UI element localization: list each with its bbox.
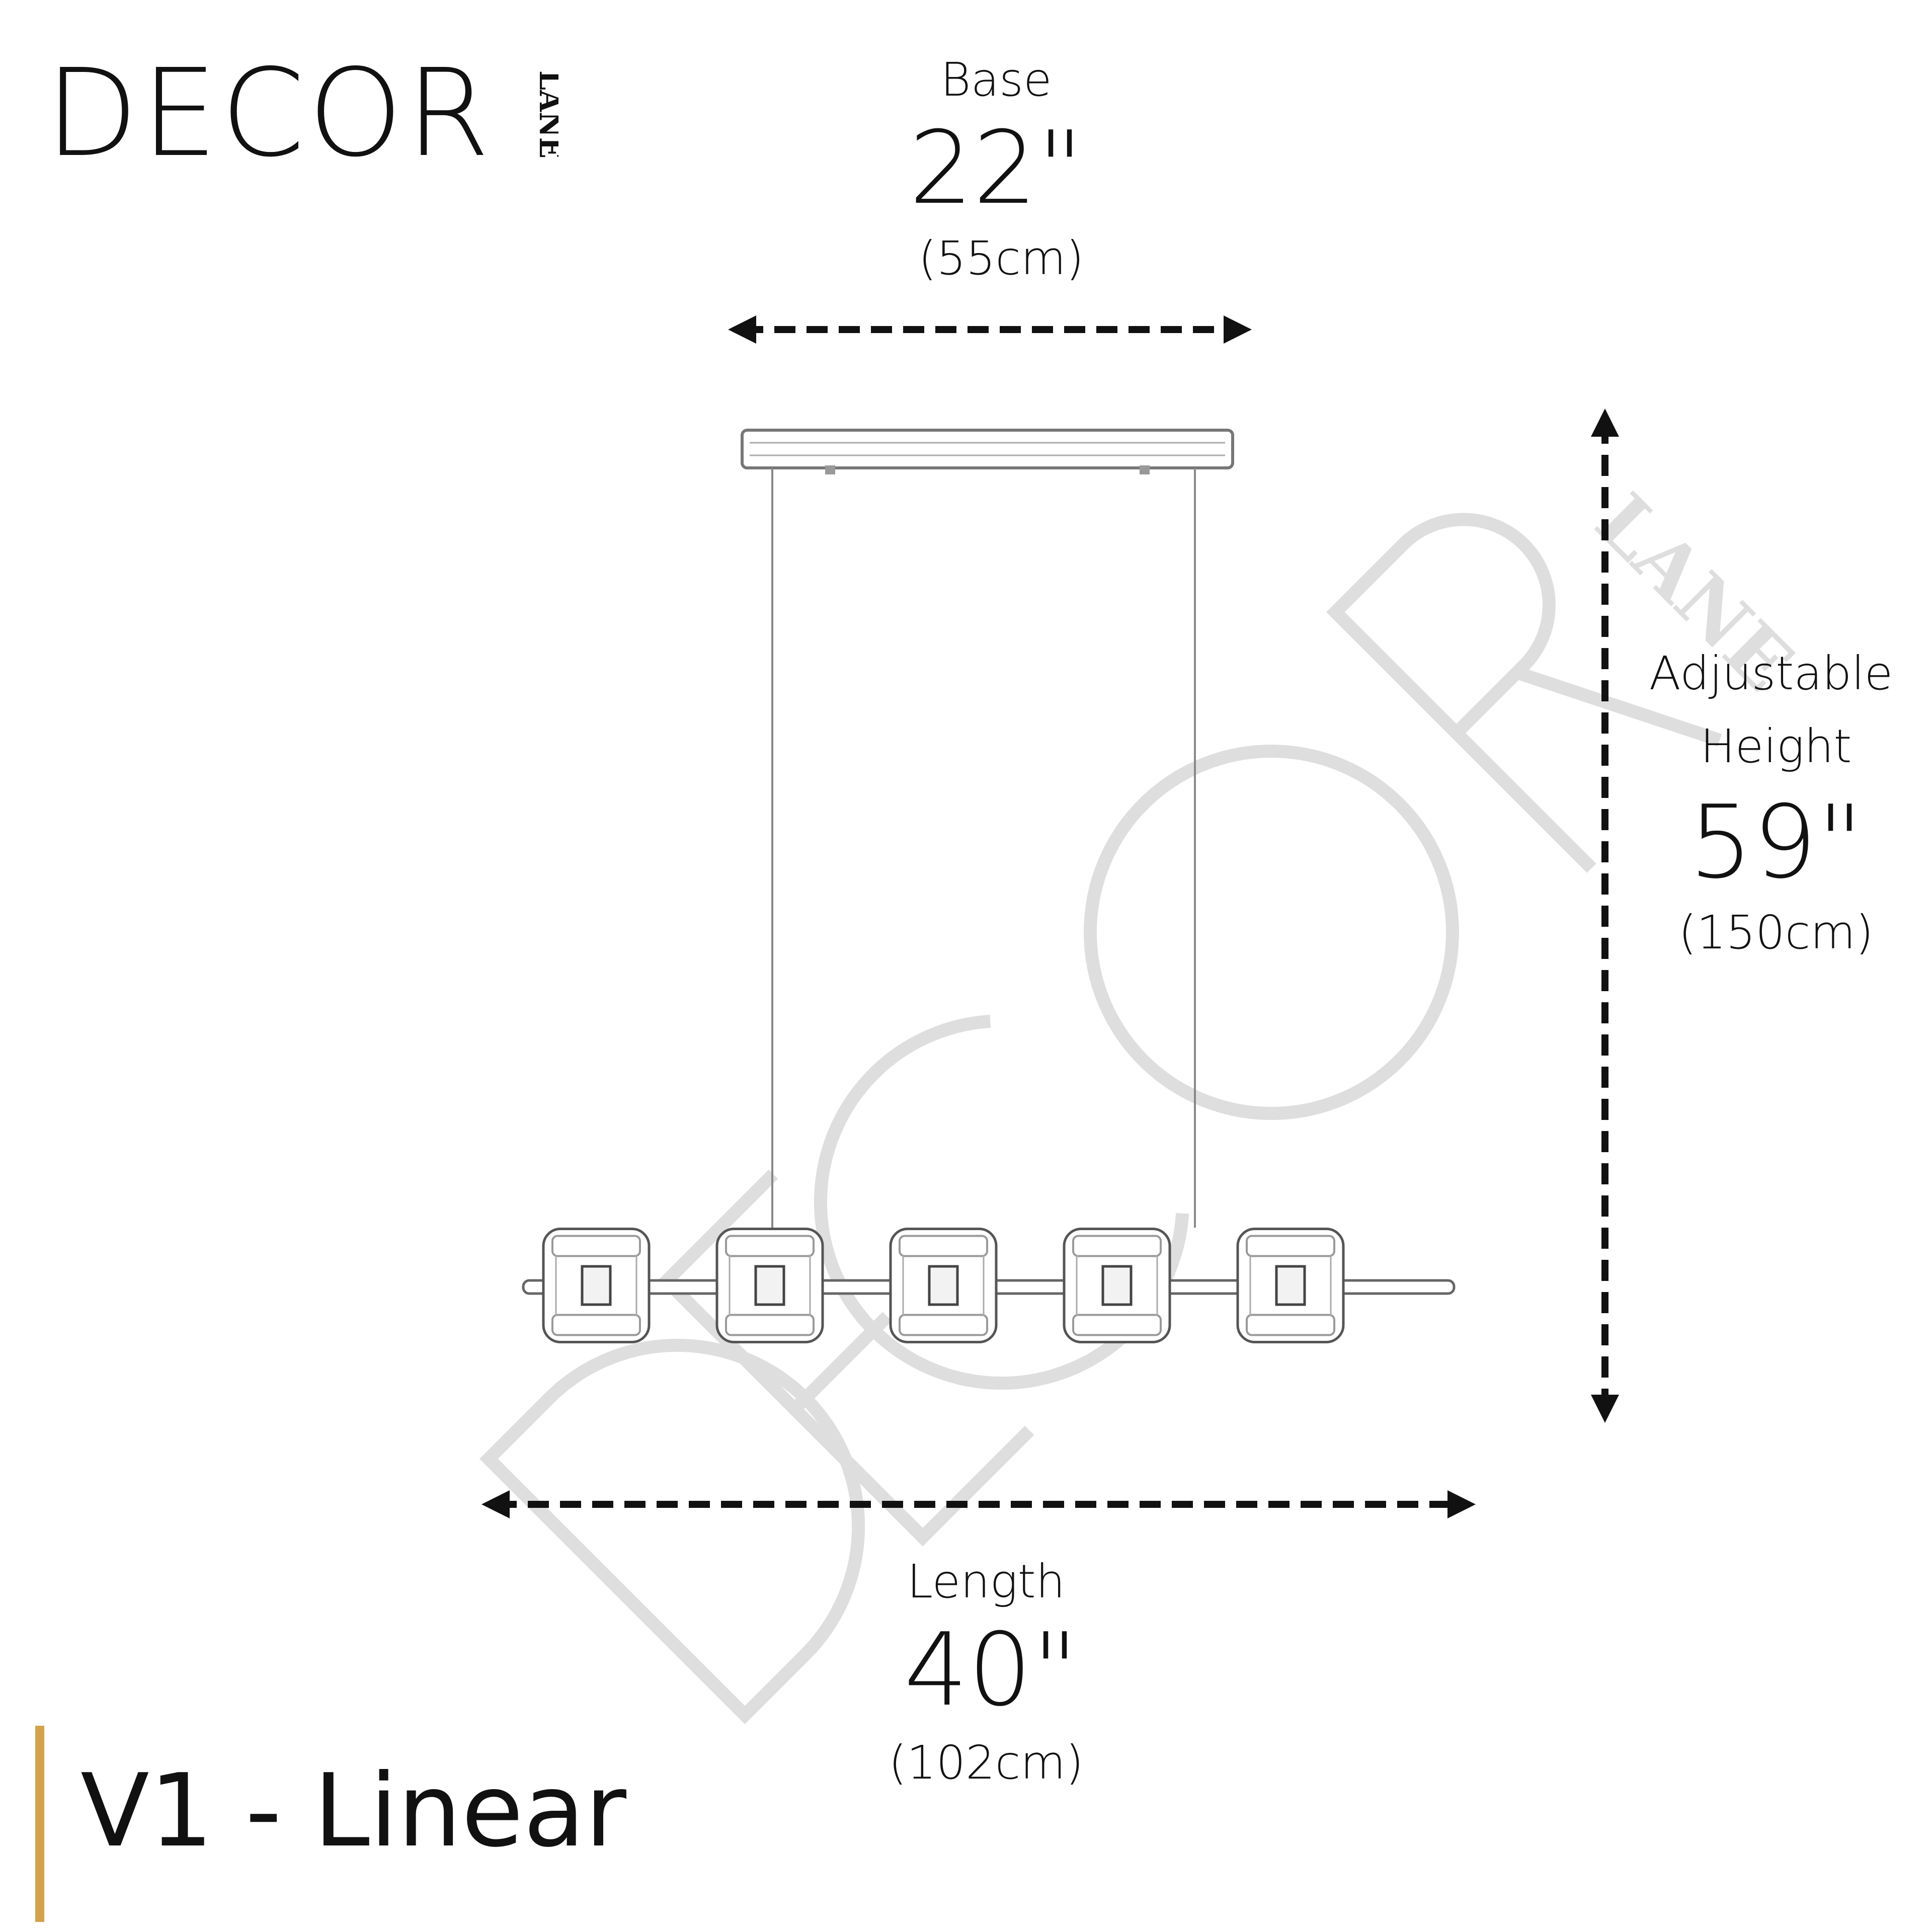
base-label: Base — [940, 53, 1052, 107]
pendant-bottom-facet — [551, 1314, 641, 1336]
pendant-core — [1101, 1265, 1133, 1306]
pendant-core — [754, 1265, 785, 1306]
ceiling-canopy — [741, 429, 1234, 474]
pendants — [542, 1228, 1345, 1343]
pendant-cube — [1063, 1228, 1171, 1343]
height-inches: 59" — [1688, 784, 1864, 901]
pendant-top-facet — [1072, 1235, 1162, 1257]
pendant-top-facet — [551, 1235, 641, 1257]
height-label-line2: Height — [1700, 719, 1852, 773]
product-title: V1 - Linear — [80, 1752, 626, 1870]
pendant-top-facet — [899, 1235, 988, 1257]
title-accent-bar — [35, 1726, 44, 1922]
pendant-core — [928, 1265, 959, 1306]
height-label-line1: Adjustable — [1649, 647, 1893, 700]
height-cm: (150cm) — [1678, 906, 1874, 959]
svg-text:LANE: LANE — [532, 70, 558, 158]
brand-logo-sub: LANE — [532, 70, 558, 158]
length-cm: (102cm) — [889, 1736, 1084, 1790]
base-inches: 22" — [909, 110, 1084, 227]
pendant-cube — [542, 1228, 651, 1343]
pendant-bottom-facet — [725, 1314, 815, 1336]
length-label: Length — [907, 1555, 1066, 1608]
base-cm: (55cm) — [918, 231, 1084, 285]
pendant-bottom-facet — [899, 1314, 988, 1336]
pendant-core — [1275, 1265, 1306, 1306]
length-inches: 40" — [904, 1612, 1079, 1729]
pendant-bottom-facet — [1246, 1314, 1335, 1336]
pendant-cube — [715, 1228, 824, 1343]
brand-logo: DECOR — [45, 43, 493, 184]
pendant-cube — [1236, 1228, 1345, 1343]
pendant-core — [581, 1265, 612, 1306]
pendant-top-facet — [725, 1235, 815, 1257]
pendant-bottom-facet — [1072, 1314, 1162, 1336]
pendant-top-facet — [1246, 1235, 1335, 1257]
pendant-cube — [889, 1228, 998, 1343]
